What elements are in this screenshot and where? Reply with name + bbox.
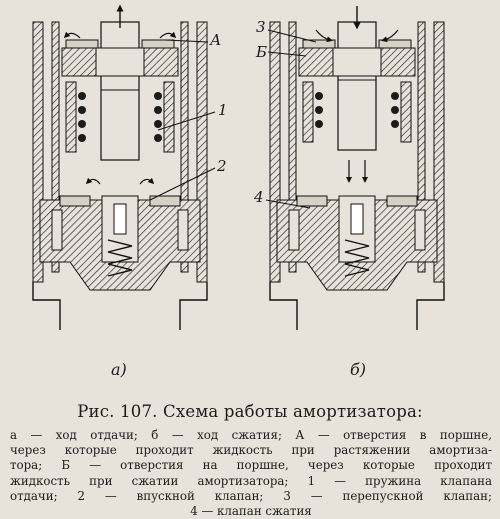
compression-stroke-view: [265, 6, 445, 330]
recoil-stroke-view: [32, 4, 216, 330]
right-rebound-spring: [315, 92, 399, 128]
shock-absorber-diagram: [32, 4, 445, 330]
left-outer-wall-right: [196, 21, 208, 283]
right-outer-wall-left: [269, 21, 281, 283]
right-outer-wall-right: [433, 21, 445, 283]
callout-label-3: 3: [256, 18, 266, 36]
legend-line: 4 — клапан сжатия: [190, 504, 312, 519]
figure-legend: а — ход отдачи; б — ход сжатия; А — отве…: [10, 428, 492, 519]
left-rebound-spring: [78, 92, 162, 142]
legend-line: отдачи; 2 — впускной клапан; 3 — перепус…: [10, 488, 492, 503]
left-intake-spring: [107, 239, 133, 277]
callout-label-2: 2: [217, 157, 227, 175]
figure-caption: Рис. 107. Схема работы амортизатора:: [77, 402, 423, 421]
left-outer-wall-left: [32, 21, 44, 283]
legend-line: через которые проходит жидкость при раст…: [10, 443, 492, 458]
legend-line: тора; Б — отверстия на поршне, через кот…: [10, 458, 492, 473]
sublabel-recoil: а): [111, 360, 127, 379]
left-cylinder-wall-right: [180, 21, 189, 273]
sublabel-compression: б): [350, 360, 367, 379]
right-cylinder-wall-right: [417, 21, 426, 273]
legend-line: а — ход отдачи; б — ход сжатия; А — отве…: [10, 428, 492, 442]
right-cylinder-wall-left: [288, 21, 297, 273]
left-cylinder-wall-left: [51, 21, 60, 273]
callout-label-b: Б: [256, 43, 268, 61]
callout-label-a: А: [210, 31, 222, 49]
callout-label-4: 4: [254, 188, 264, 206]
left-piston-rod: [100, 21, 140, 161]
legend-line: жидкость при сжатии амортизатора; 1 — пр…: [10, 473, 492, 488]
callout-label-1: 1: [218, 101, 228, 119]
right-compression-spring: [344, 239, 370, 277]
right-piston-rod: [337, 21, 377, 151]
